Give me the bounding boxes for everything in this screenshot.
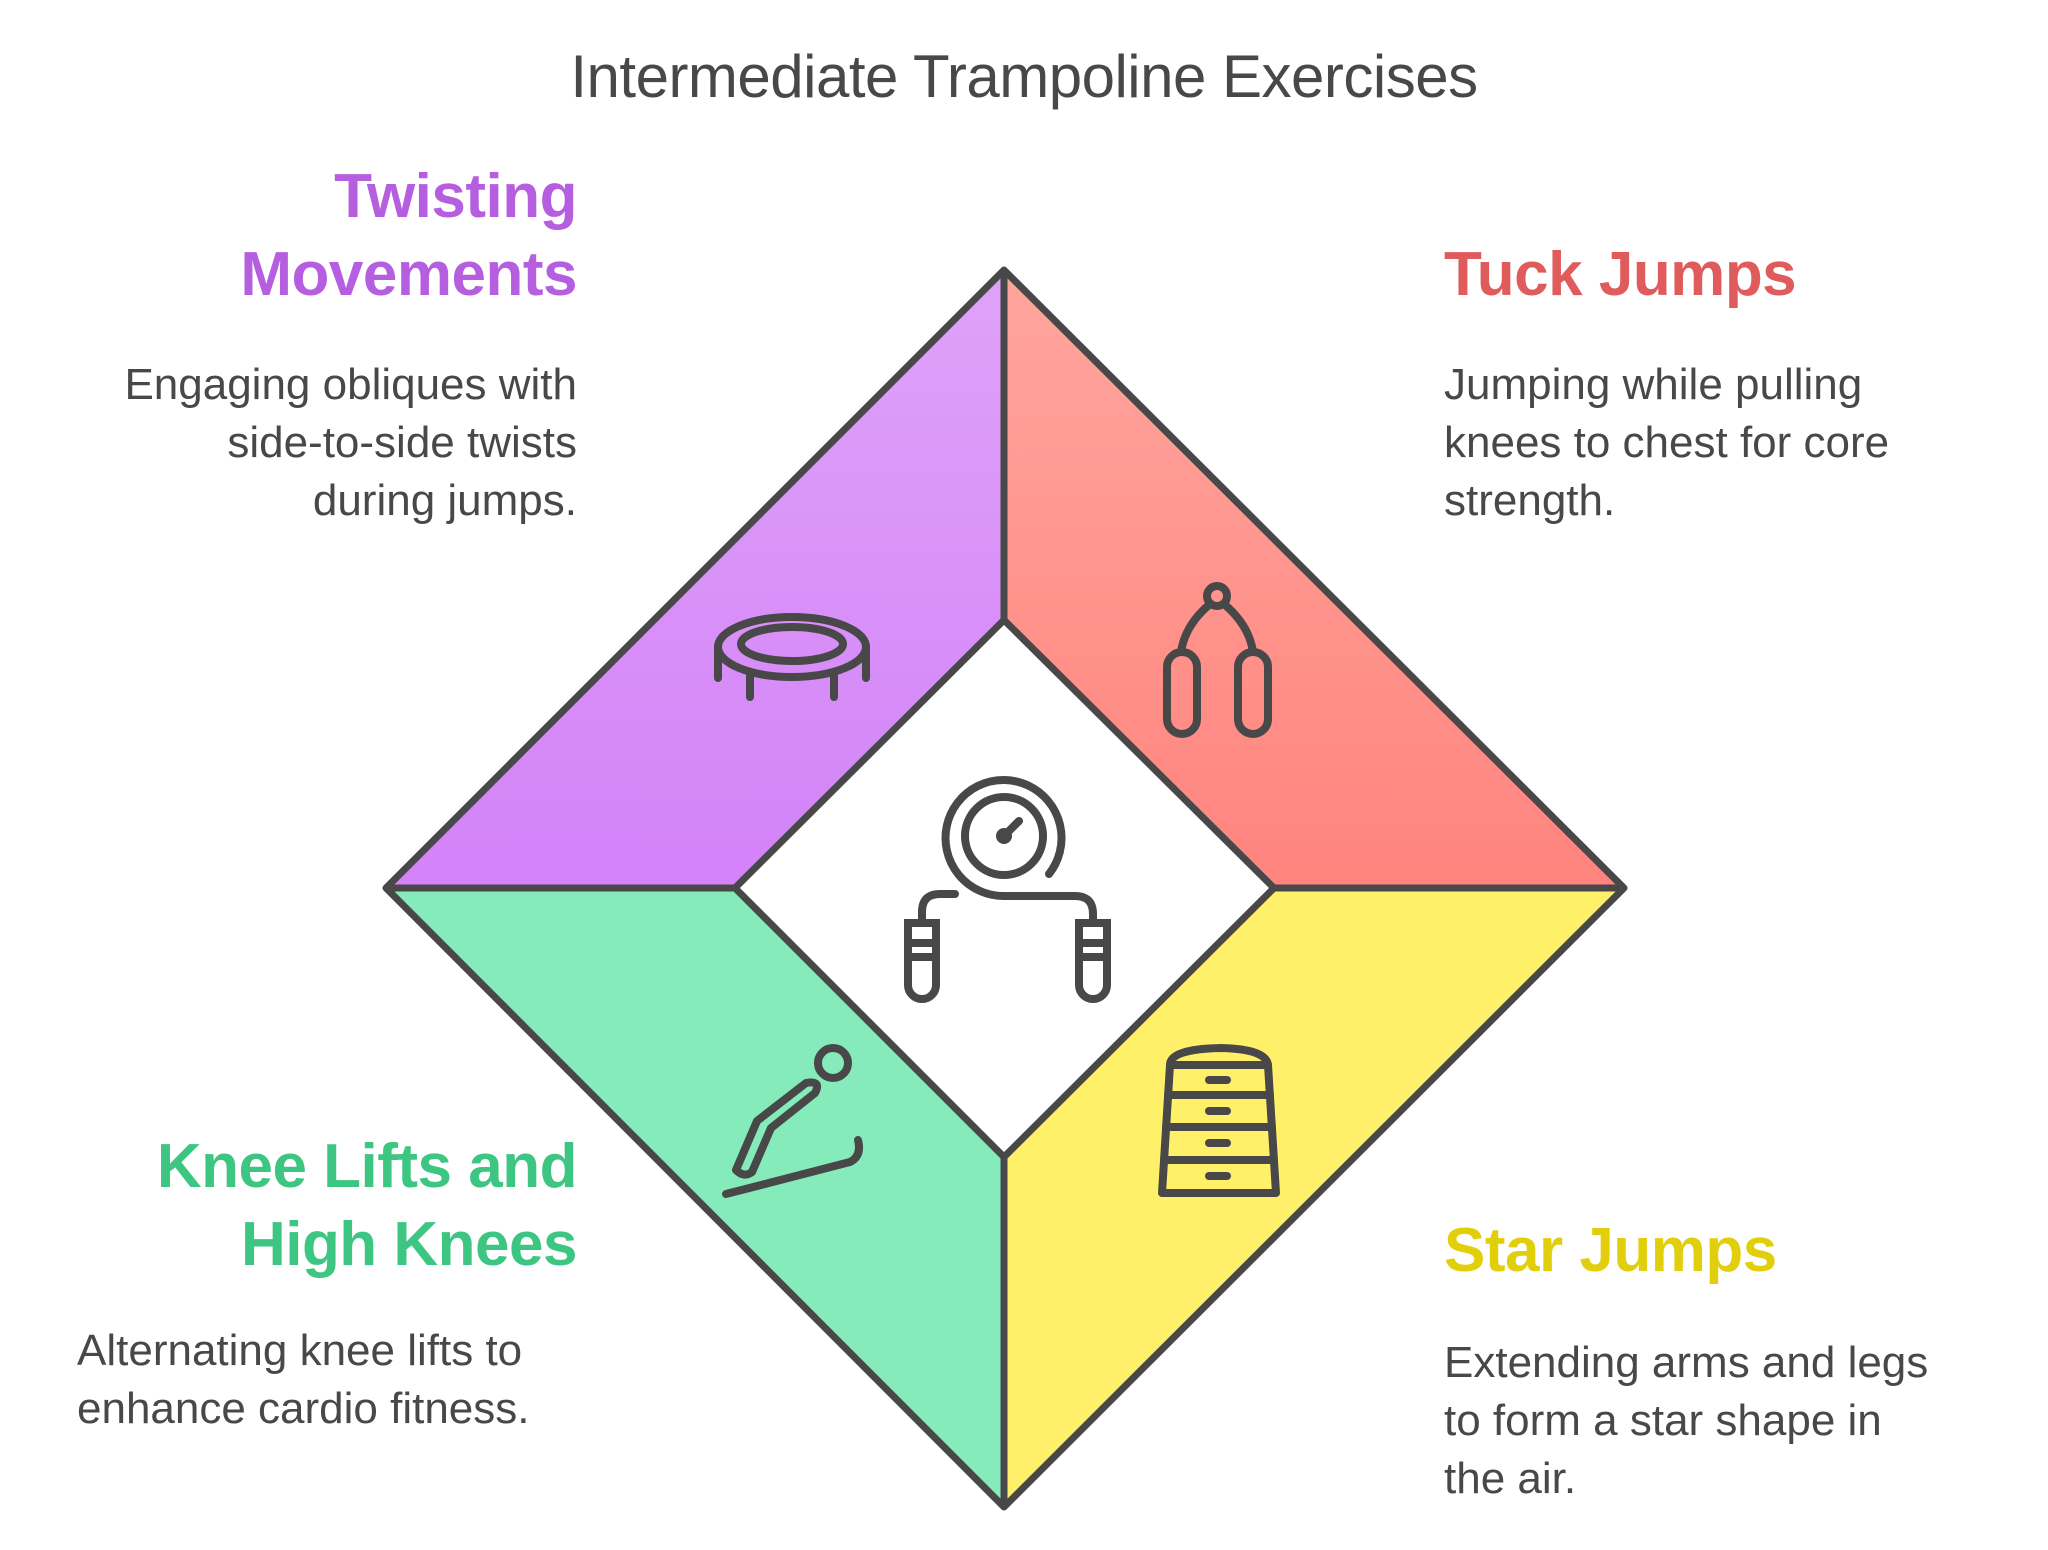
heading-line: Tuck Jumps [1444, 240, 1797, 309]
heading-line: Star Jumps [1444, 1216, 1777, 1285]
heading-twisting-movements: Twisting Movements [37, 158, 577, 314]
description-line: during jumps. [312, 476, 577, 525]
label-star-jumps: Star Jumps Extending arms and legs to fo… [1444, 1212, 1984, 1508]
description-line: Engaging obliques with [124, 360, 577, 409]
description-line: Jumping while pulling [1444, 360, 1863, 409]
vaulting-box-icon [1158, 1044, 1280, 1197]
label-tuck-jumps: Tuck Jumps Jumping while pulling knees t… [1444, 236, 1984, 530]
description-line: the air. [1444, 1454, 1577, 1503]
heading-knee-lifts: Knee Lifts and High Knees [37, 1128, 578, 1284]
description-line: Extending arms and legs [1444, 1338, 1929, 1387]
description-knee-lifts: Alternating knee lifts to enhance cardio… [37, 1322, 577, 1438]
label-twisting-movements: Twisting Movements Engaging obliques wit… [37, 158, 577, 530]
trampoline-icon [714, 613, 870, 701]
description-tuck-jumps: Jumping while pulling knees to chest for… [1444, 356, 1984, 530]
description-line: enhance cardio fitness. [77, 1384, 530, 1433]
heading-line: High Knees [240, 1210, 578, 1279]
heading-line: Knee Lifts and [156, 1132, 578, 1201]
diagram-title: Intermediate Trampoline Exercises [570, 43, 1478, 110]
label-knee-lifts: Knee Lifts and High Knees Alternating kn… [37, 1128, 578, 1438]
resistance-band-icon [1163, 582, 1272, 738]
heading-tuck-jumps: Tuck Jumps [1444, 236, 1984, 314]
jump-rope-counter-icon [904, 776, 1111, 1003]
description-star-jumps: Extending arms and legs to form a star s… [1444, 1334, 1984, 1508]
heading-line: Movements [240, 240, 577, 309]
heading-star-jumps: Star Jumps [1444, 1212, 1984, 1290]
heading-line: Twisting [334, 162, 577, 231]
ski-jumper-icon [722, 1044, 863, 1198]
description-line: knees to chest for core [1444, 418, 1890, 467]
description-line: strength. [1444, 476, 1616, 525]
description-line: to form a star shape in [1444, 1396, 1882, 1445]
description-twisting-movements: Engaging obliques with side-to-side twis… [37, 356, 577, 530]
description-line: side-to-side twists [227, 418, 577, 467]
description-line: Alternating knee lifts to [77, 1326, 523, 1375]
